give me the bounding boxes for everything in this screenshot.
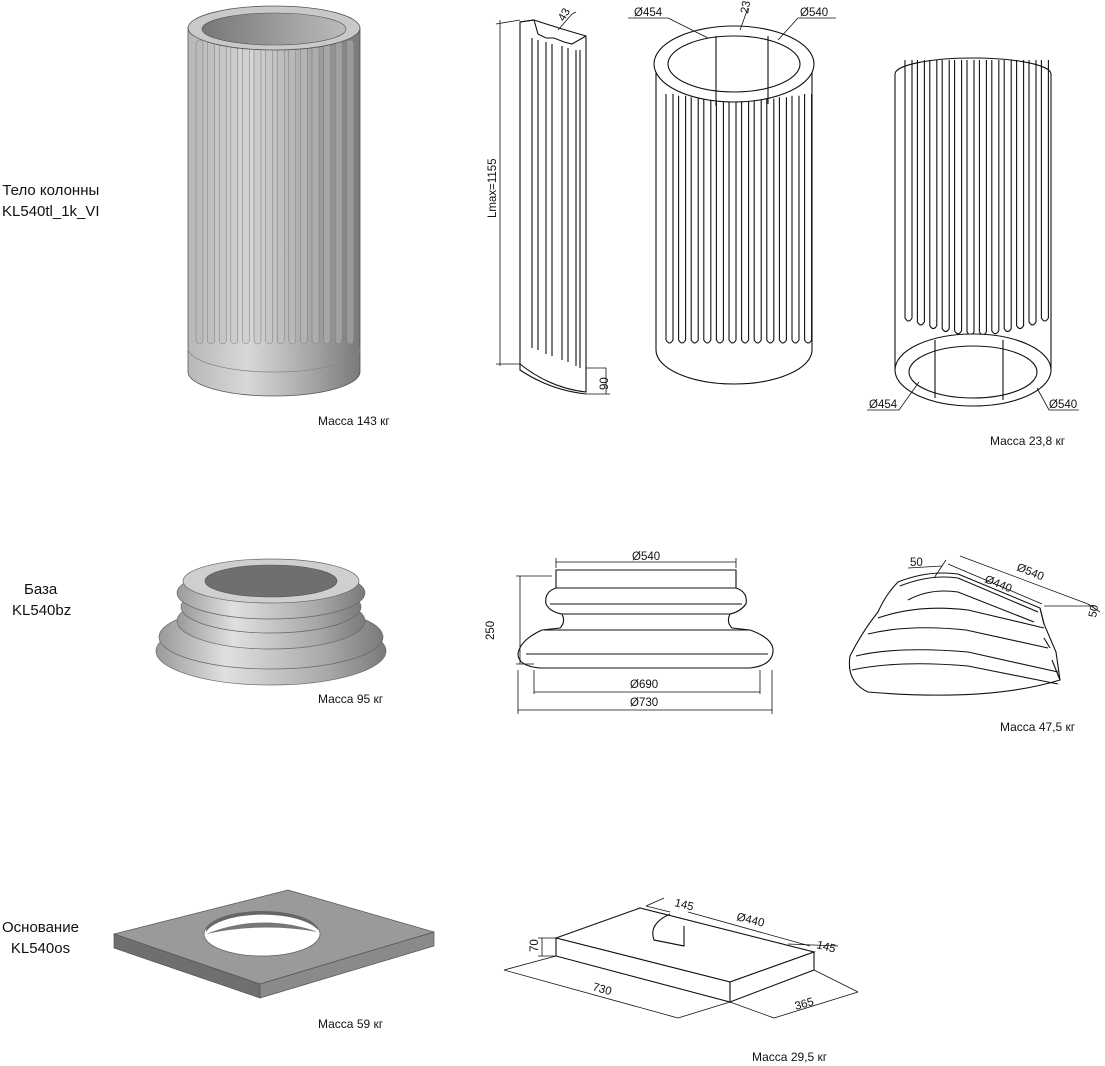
section-title: Тело колонны [2, 182, 100, 199]
mass-body-full: Масса 143 кг [318, 414, 390, 428]
column-body-bottom-drawing: Ø454 Ø540 [867, 57, 1079, 411]
dim-ring-left: 50 [910, 557, 923, 569]
section-code: KL540os [10, 940, 71, 957]
section-title: База [24, 581, 58, 598]
section-label-base: База KL540bz [12, 579, 71, 621]
dim-bottom-d: Ø730 [630, 697, 658, 709]
dim-ring-right: 50 [1087, 604, 1101, 619]
section-label-body: Тело колонны KL540tl_1k_VI [2, 180, 100, 222]
dim-bottom-band: 90 [599, 377, 611, 390]
section-code: KL540bz [12, 602, 72, 619]
dim-mid-d: Ø690 [630, 679, 658, 691]
column-body-shell-drawing: Ø454 23 Ø540 [628, 0, 836, 385]
dim-width: 365 [794, 996, 816, 1013]
dim-outer-d-iso: Ø540 [1015, 562, 1046, 584]
bottom-flutes [904, 60, 1049, 336]
base-render [155, 558, 387, 686]
mass-body-part: Масса 23,8 кг [990, 434, 1066, 448]
column-body-half-drawing: Lmax=1155 43 90 [487, 6, 611, 395]
column-flutes [195, 39, 355, 345]
column-body-render [187, 5, 361, 397]
base-profile-drawing: Ø540 250 Ø690 Ø730 [485, 551, 774, 714]
section-label-plinth: Основание KL540os [2, 917, 79, 959]
dim-rim-side: 145 [815, 939, 837, 955]
dim-inner-d-bottom: Ø454 [869, 399, 898, 411]
mass-plinth-full: Масса 59 кг [318, 1017, 384, 1031]
dim-length: 730 [591, 981, 613, 998]
base-iso-drawing: 50 Ø440 Ø540 50 [848, 555, 1101, 696]
dim-hole-d: Ø440 [735, 911, 765, 929]
dim-flute-w: 23 [739, 0, 753, 15]
dim-height-base: 250 [485, 621, 497, 640]
dim-inner-d: Ø454 [634, 7, 663, 19]
mass-base-part: Масса 47,5 кг [1000, 720, 1076, 734]
dim-rim-back: 145 [673, 897, 695, 913]
shell-flutes [665, 94, 813, 344]
dim-flute-depth: 43 [556, 6, 573, 23]
dim-height: Lmax=1155 [487, 158, 499, 218]
mass-base-full: Масса 95 кг [318, 692, 384, 706]
mass-plinth-part: Масса 29,5 кг [752, 1050, 828, 1064]
section-title: Основание [2, 919, 79, 936]
plinth-render [112, 889, 436, 999]
dim-thickness: 70 [529, 939, 541, 952]
dim-outer-d-bottom: Ø540 [1049, 399, 1077, 411]
dim-outer-d: Ø540 [800, 7, 828, 19]
dim-top-d: Ø540 [632, 551, 660, 563]
section-code: KL540tl_1k_VI [2, 203, 100, 220]
plinth-half-drawing: 145 Ø440 145 70 730 365 [503, 897, 859, 1019]
